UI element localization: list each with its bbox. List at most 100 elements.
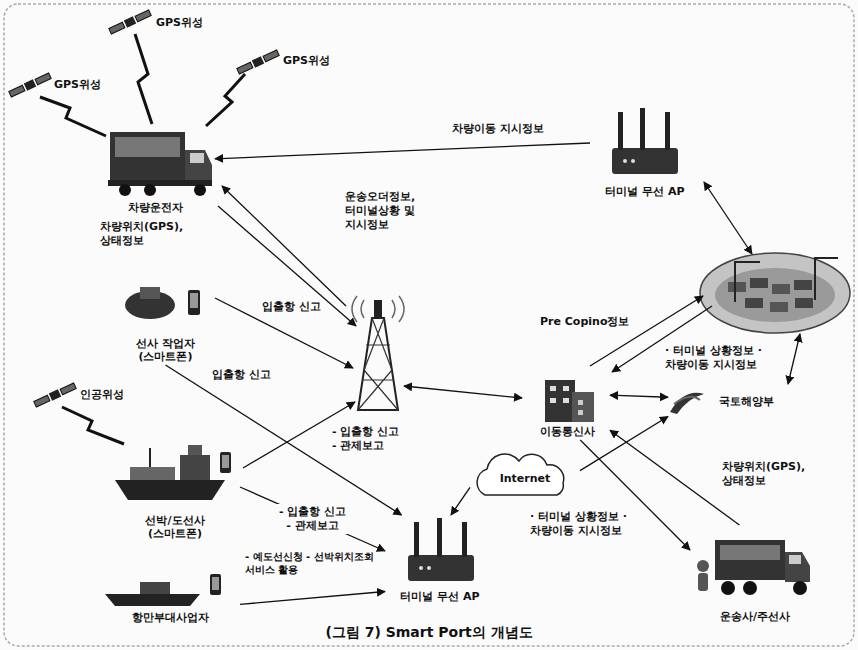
wireless-ap-icon (631, 159, 635, 163)
satellite-icon (24, 79, 36, 90)
vessel-icon (220, 452, 231, 473)
terminal-yard (772, 284, 790, 294)
building-icon (578, 410, 583, 415)
transport-truck-icon (715, 540, 785, 580)
base-station-tower (358, 318, 398, 410)
building-icon (563, 386, 569, 391)
annotation-label: Pre Copino정보 (540, 315, 629, 329)
vessel-node: 선박/도선사 (스마트폰) (110, 432, 240, 542)
tugboat-icon (140, 582, 170, 594)
connector (240, 487, 385, 551)
annotation-label: 운송오더정보, 터미널상황 및 지시정보 (345, 190, 445, 231)
port-service-node: 항만부대사업자 (100, 572, 240, 626)
transport-truck-icon (743, 581, 757, 595)
satellite-icon (60, 383, 76, 395)
truck-icon (144, 184, 156, 196)
terminal-yard (715, 268, 835, 322)
static-arrow (215, 182, 800, 468)
building-icon (545, 380, 575, 422)
annotation-label: · 터미널 상황정보 · 차량이동 지시정보 (665, 344, 769, 372)
transport-truck-icon (785, 552, 810, 582)
building-icon (550, 386, 556, 391)
annotation-label: GPS위성 (283, 54, 330, 68)
signal-bolt (206, 74, 245, 126)
base-station-tower (352, 296, 404, 410)
terminal-yard (794, 280, 812, 290)
base-station-tower (358, 318, 398, 410)
terminal-yard (735, 262, 760, 302)
wireless-ap-node: 터미널 무선 AP (590, 105, 700, 200)
figure-caption: (그림 7) Smart Port의 개념도 (0, 624, 858, 642)
transport-truck-icon (697, 560, 709, 572)
edge-label: - 입출항 신고 - 관제보고 (275, 504, 351, 534)
truck-icon (115, 137, 180, 157)
truck-icon (110, 132, 185, 180)
edge-label: 차량이동 지시정보 (452, 122, 544, 136)
carrier-worker-icon (188, 290, 200, 315)
terminal-yard (750, 278, 768, 288)
transport-company-node: 운송사/주선사 (690, 525, 820, 625)
static-arrow (404, 386, 522, 398)
carrier-worker-icon (140, 287, 160, 299)
truck-icon (190, 153, 204, 163)
internet-cloud: Internet (470, 458, 580, 500)
carrier-worker-node: 선사 작업자 (스마트폰) (118, 280, 213, 365)
static-arrow (222, 186, 346, 306)
wireless-ap-icon (427, 566, 431, 570)
wireless-ap-icon (623, 159, 627, 163)
node-text: 차량운전자 (128, 201, 183, 215)
node-text: 이동통신사 (540, 425, 595, 439)
ministry-logo (670, 393, 704, 414)
tugboat-icon (105, 574, 221, 606)
satellite-icon (33, 382, 76, 408)
edge-label: 입출항 신고 (212, 368, 271, 382)
edge-label: · 터미널 상황정보 · 차량이동 지시정보 (530, 510, 634, 538)
transport-truck-icon (789, 555, 801, 564)
terminal-yard (728, 282, 746, 292)
terminal-yard (700, 253, 850, 333)
tugboat-icon (210, 574, 221, 595)
annotation-label: - 입출항 신고 - 관제보고 (332, 425, 404, 453)
carrier-worker-icon (125, 287, 200, 319)
edge-label: - 예도선신청 - 선박위치조회 서비스 활용 (245, 551, 380, 576)
static-arrow (788, 334, 800, 384)
terminal-yard (770, 302, 788, 312)
satellite-icon (252, 56, 264, 67)
wireless-ap-icon (419, 566, 423, 570)
frame (4, 4, 854, 646)
building-icon (550, 398, 556, 403)
transport-truck-icon (793, 581, 807, 595)
wireless-ap-icon (462, 522, 467, 557)
ministry-logo (670, 393, 704, 414)
node-text: 선사 작업자 (스마트폰) (126, 337, 206, 365)
satellite-icon (135, 10, 151, 22)
building-icon (545, 380, 594, 422)
base-station-tower (352, 296, 404, 322)
connector (451, 487, 470, 515)
satellite-icon (9, 85, 25, 97)
ministry-node: 국토해양부 (668, 385, 790, 420)
wireless-ap-node: 터미널 무선 AP (385, 515, 495, 605)
transport-truck-icon (698, 573, 708, 591)
truck-icon (194, 184, 206, 196)
annotation-label: GPS위성 (156, 16, 203, 30)
satellite-icon (34, 395, 50, 407)
node-text: 터미널 무선 AP (605, 185, 684, 199)
wireless-ap-icon (612, 108, 678, 174)
signal-bolt (40, 34, 245, 444)
satellite-icon (108, 9, 151, 35)
node-text: Internet (500, 472, 551, 486)
signal-bolt (62, 407, 124, 444)
truck-driver-node: 차량운전자 (95, 128, 215, 216)
transport-truck-icon (721, 581, 735, 595)
internet-cloud-shape (477, 454, 564, 495)
satellite-icon (236, 49, 279, 75)
vessel-icon (222, 455, 229, 468)
wireless-ap-icon (437, 518, 442, 557)
building-icon (572, 392, 594, 422)
terminal-yard (795, 298, 813, 308)
terminal-yard (815, 258, 838, 300)
static-arrow (215, 298, 353, 368)
annotation-label: 입출항 신고 (262, 300, 321, 314)
satellite-icon (263, 50, 279, 62)
